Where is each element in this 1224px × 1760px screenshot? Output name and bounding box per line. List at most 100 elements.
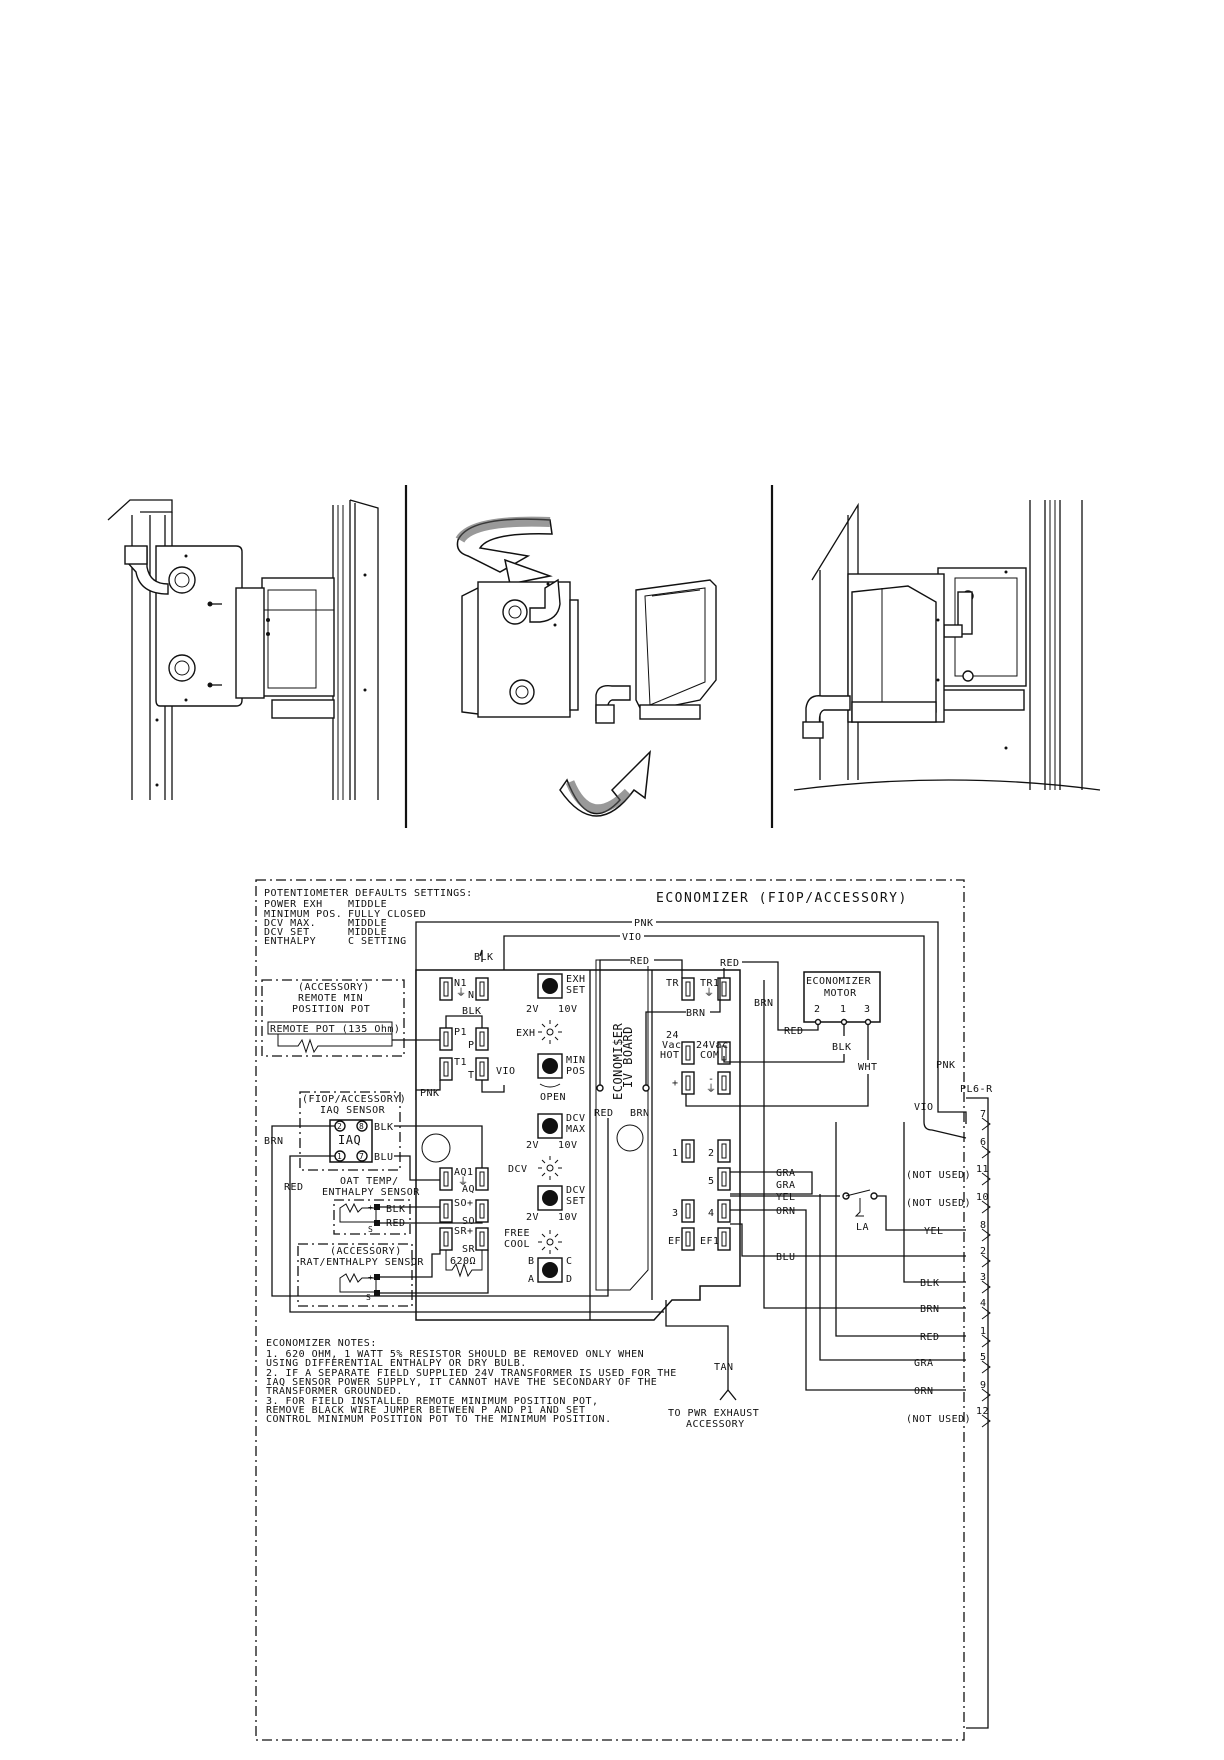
svg-text:2V: 2V — [526, 1004, 539, 1015]
svg-text:MIDDLE: MIDDLE — [348, 899, 387, 910]
svg-text:DCV MAX.: DCV MAX. — [264, 918, 316, 929]
svg-text:Vac: Vac — [662, 1040, 682, 1051]
svg-text:+: + — [672, 1078, 679, 1089]
svg-text:RED: RED — [284, 1182, 304, 1193]
svg-text:⏚: ⏚ — [704, 987, 715, 999]
svg-text:SR: SR — [462, 1244, 476, 1255]
svg-text:⏚: ⏚ — [456, 987, 467, 999]
svg-text:BRN: BRN — [754, 998, 774, 1009]
iaq-sensor: (FIOP/ACCESSORY) IAQ SENSOR IAQ 2 8 1 7 … — [264, 1091, 664, 1313]
svg-text:(NOT USED): (NOT USED) — [906, 1198, 971, 1209]
svg-text:BLK: BLK — [474, 952, 494, 963]
svg-text:MIN: MIN — [566, 1055, 586, 1066]
svg-text:IAQ: IAQ — [338, 1133, 361, 1147]
svg-text:ACCESSORY: ACCESSORY — [686, 1419, 745, 1430]
svg-text:PL6-R: PL6-R — [960, 1084, 993, 1095]
svg-text:5: 5 — [708, 1176, 715, 1187]
svg-text:BLK: BLK — [374, 1122, 394, 1133]
svg-text:PNK: PNK — [420, 1088, 440, 1099]
svg-text:IV BOARD: IV BOARD — [621, 1026, 635, 1088]
svg-text:+: + — [368, 1203, 373, 1212]
svg-text:POWER EXH: POWER EXH — [264, 899, 323, 910]
svg-text:(NOT USED): (NOT USED) — [906, 1414, 971, 1425]
svg-text:ECONOMIZER NOTES:: ECONOMIZER NOTES: — [266, 1338, 377, 1349]
svg-text:5: 5 — [980, 1352, 987, 1363]
illustration-right-panel — [793, 500, 1101, 791]
illustration-left-panel — [107, 499, 379, 800]
svg-text:EXH: EXH — [516, 1028, 536, 1039]
svg-text:POS: POS — [566, 1066, 586, 1077]
svg-text:1: 1 — [672, 1148, 679, 1159]
svg-text:LA: LA — [856, 1222, 869, 1233]
svg-text:BLK: BLK — [386, 1204, 406, 1215]
svg-text:ECONOMIZER: ECONOMIZER — [806, 976, 872, 987]
svg-text:POTENTIOMETER DEFAULTS SETTING: POTENTIOMETER DEFAULTS SETTINGS: — [264, 888, 473, 899]
svg-text:+: + — [368, 1273, 373, 1282]
svg-text:AQ1: AQ1 — [454, 1167, 474, 1178]
svg-text:A: A — [528, 1274, 535, 1285]
svg-text:10V: 10V — [558, 1140, 578, 1151]
svg-text:P1: P1 — [454, 1027, 467, 1038]
svg-text:EF1: EF1 — [700, 1236, 720, 1247]
plug-pins: 7 6 11 (NOT USED) 10 (NOT USED) 8 2 3 BL… — [906, 1109, 991, 1428]
svg-text:BLK: BLK — [920, 1278, 940, 1289]
svg-text:3: 3 — [864, 1004, 871, 1015]
svg-text:PNK: PNK — [936, 1060, 956, 1071]
svg-text:(ACCESSORY): (ACCESSORY) — [298, 982, 370, 993]
svg-text:EF: EF — [668, 1236, 681, 1247]
svg-text:6: 6 — [980, 1137, 987, 1148]
svg-text:SR+: SR+ — [454, 1226, 474, 1237]
rat-enthalpy-sensor: (ACCESSORY) RAT/ENTHALPY SENSOR + S 620Ω — [297, 1243, 489, 1307]
svg-text:TAN: TAN — [714, 1362, 734, 1373]
svg-text:D: D — [566, 1274, 573, 1285]
svg-text:2: 2 — [980, 1246, 987, 1257]
svg-text:SO: SO — [462, 1216, 475, 1227]
svg-text:12: 12 — [976, 1406, 989, 1417]
installation-illustrations — [107, 485, 1101, 828]
economizer-wiring-schematic: POTENTIOMETER DEFAULTS SETTINGS: POWER E… — [255, 879, 993, 1741]
svg-text:RAT/ENTHALPY SENSOR: RAT/ENTHALPY SENSOR — [300, 1257, 424, 1268]
svg-text:8: 8 — [359, 1122, 364, 1131]
svg-text:POSITION POT: POSITION POT — [292, 1004, 370, 1015]
svg-text:BLK: BLK — [462, 1006, 482, 1017]
svg-text:OPEN: OPEN — [540, 1092, 566, 1103]
svg-text:BRN: BRN — [264, 1136, 284, 1147]
svg-text:2: 2 — [337, 1122, 342, 1131]
exhaust-accessory-label: TO PWR EXHAUST ACCESSORY — [668, 1408, 759, 1430]
svg-text:HOT: HOT — [660, 1050, 680, 1061]
economizer-notes: ECONOMIZER NOTES: 1. 620 OHM, 1 WATT 5% … — [266, 1338, 676, 1425]
svg-text:7: 7 — [359, 1152, 364, 1161]
svg-text:ORN: ORN — [914, 1386, 934, 1397]
svg-text:-: - — [708, 1074, 715, 1085]
svg-text:RED: RED — [720, 958, 740, 969]
svg-text:IAQ SENSOR POWER SUPPLY, IT CA: IAQ SENSOR POWER SUPPLY, IT CANNOT HAVE … — [266, 1377, 657, 1388]
svg-text:ORN: ORN — [776, 1206, 796, 1217]
svg-text:RED: RED — [784, 1026, 804, 1037]
svg-text:3: 3 — [980, 1272, 987, 1283]
svg-text:GRA: GRA — [776, 1168, 796, 1179]
svg-text:(ACCESSORY): (ACCESSORY) — [330, 1246, 402, 1257]
svg-text:YEL: YEL — [924, 1226, 944, 1237]
svg-text:(NOT USED): (NOT USED) — [906, 1170, 971, 1181]
svg-text:10V: 10V — [558, 1212, 578, 1223]
svg-text:3. FOR FIELD INSTALLED REMOTE: 3. FOR FIELD INSTALLED REMOTE MINIMUM PO… — [266, 1396, 599, 1407]
svg-text:YEL: YEL — [776, 1192, 796, 1203]
svg-text:VIO: VIO — [622, 932, 642, 943]
schematic-title: ECONOMIZER (FIOP/ACCESSORY) — [656, 891, 908, 906]
svg-text:AQ: AQ — [462, 1184, 475, 1195]
svg-text:4: 4 — [980, 1298, 987, 1309]
svg-text:24Vac: 24Vac — [696, 1040, 729, 1051]
svg-text:GRA: GRA — [914, 1358, 934, 1369]
svg-text:1: 1 — [840, 1004, 847, 1015]
svg-text:1: 1 — [337, 1152, 342, 1161]
svg-text:8: 8 — [980, 1220, 987, 1231]
svg-text:TR1: TR1 — [700, 978, 720, 989]
svg-text:VIO: VIO — [914, 1102, 934, 1113]
svg-text:DCV: DCV — [566, 1113, 586, 1124]
svg-text:620Ω: 620Ω — [450, 1256, 476, 1267]
svg-text:7: 7 — [980, 1109, 987, 1120]
illustration-middle-panel — [455, 516, 717, 817]
plug-pl6-r: PL6-R 7 6 11 (NOT USED) 10 (NOT USED) 8 … — [906, 1084, 993, 1729]
svg-text:EXH: EXH — [566, 974, 586, 985]
